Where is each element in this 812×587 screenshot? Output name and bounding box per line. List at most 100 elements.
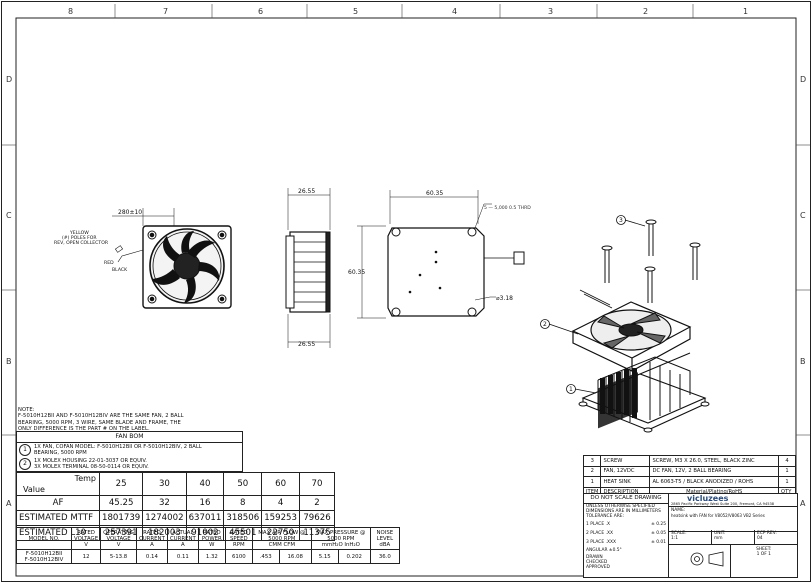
spec-header-unit: W	[209, 541, 215, 548]
mttf-cell: 16	[185, 495, 225, 511]
company-logo: vicluzees	[687, 494, 729, 503]
tolerance-label: 1 PLACE .X	[586, 522, 610, 527]
spec-cell: 5.15	[310, 549, 339, 564]
spec-header-title: NOISE LEVEL	[376, 529, 394, 542]
scale-cell: SCALE:1:1	[669, 530, 712, 544]
screw-thread-note: 5 — 5,000 0.5 THRD	[484, 205, 531, 211]
drawing-note: NOTE: F-5010H12BII AND F-5010H12BIV ARE …	[18, 407, 184, 432]
zone-col-6: 6	[258, 7, 263, 16]
mttf-cell: 45.25	[98, 495, 144, 511]
wire-label-yellow: YELLOW	[69, 230, 89, 236]
tolerance-label: 2 PLACE .XX	[586, 531, 613, 536]
side-depth-bottom-dim: 26.55	[298, 341, 315, 348]
spec-cell: 16.08	[278, 549, 312, 564]
third-angle-projection-icon	[690, 551, 724, 567]
temp-cell: 40	[185, 472, 225, 496]
fan-blades	[152, 231, 220, 303]
spec-cell: 12	[70, 549, 102, 564]
wire-label-red: RED	[104, 260, 114, 266]
check-approved: APPROVED	[586, 565, 610, 570]
unit-label: UNIT:	[714, 531, 726, 536]
mttf-row: AF 45.25 32 16 8 4 2	[16, 495, 335, 511]
spec-cell: 6100	[224, 549, 253, 564]
mttf-cell: 1274002	[142, 510, 187, 526]
temp-label: Temp	[74, 474, 96, 483]
scale-label: SCALE:	[671, 531, 687, 536]
name-value: heatsink with FAN for V8052/V8063 VB2 Se…	[671, 513, 765, 518]
tolerance-value: ± 0.25	[651, 522, 666, 527]
spec-header-unit: V	[116, 541, 121, 548]
bom-row: 2 FAN, 12VDC DC FAN, 12V, 2 BALL BEARING…	[582, 465, 796, 477]
tolerance-row: 2 PLACE .XX ± 0.05	[584, 529, 668, 538]
fan-frame	[142, 225, 232, 309]
tolerance-value: ± 0.01	[651, 540, 666, 545]
projection-symbol	[669, 545, 731, 577]
tolerance-intro: UNLESS OTHERWISE SPECIFIED DIMENSIONS AR…	[586, 504, 661, 519]
spec-header-unit: V	[84, 541, 88, 548]
zone-row-b-right: B	[800, 357, 806, 366]
fan-bom-table: FAN BOM 1 1X FAN, COFAN MODEL: F-5010H12…	[16, 431, 243, 472]
tolerance-value: ± 0.05	[651, 531, 666, 536]
mttf-cell: 637011	[185, 510, 225, 526]
balloon-1: 1	[569, 386, 573, 393]
spec-header-unit: A	[181, 541, 185, 548]
temp-cell: 60	[261, 472, 300, 496]
value-label: Value	[23, 485, 45, 494]
isometric-exploded-view: 3 2 1	[540, 215, 710, 433]
bom-desc: HEAT SINK	[600, 476, 651, 488]
rev-value: 04	[757, 536, 763, 541]
spec-header-unit: dBA	[379, 541, 391, 548]
mttf-cell: 2	[299, 495, 335, 511]
balloon-2: 2	[543, 321, 547, 328]
check-drawn: DRAWN	[586, 555, 603, 560]
tolerance-row: 1 PLACE .X ± 0.25	[584, 520, 668, 529]
spec-cell: .453	[251, 549, 280, 564]
bom-row: 3 SCREW SCREW, M3 X 26.0, STEEL, BLACK Z…	[582, 455, 796, 467]
company-address: 2865 Pacific Parkway West Suite 200, Fre…	[671, 502, 775, 506]
scale-value: 1:1	[671, 536, 679, 541]
wire-label-rev: REV, OPEN COLLECTOR	[54, 240, 109, 246]
spec-header-unit: CMM CFM	[268, 541, 295, 548]
iso-heatsink	[578, 352, 710, 433]
spec-cell: 1.32	[197, 549, 226, 564]
parts-bom-table: 3 SCREW SCREW, M3 X 26.0, STEEL, BLACK Z…	[582, 455, 796, 498]
bom-material: DC FAN, 12V, 2 BALL BEARING	[649, 465, 779, 477]
unit-cell: UNIT:mm	[712, 530, 755, 544]
spec-header-unit: RPM	[233, 541, 245, 548]
zone-col-3: 3	[548, 7, 553, 16]
bom-qty: 1	[778, 476, 796, 488]
mttf-row-label: AF	[16, 495, 100, 511]
note-line-2: F-5010H12BII AND F-5010H12BIV ARE THE SA…	[18, 413, 184, 420]
front-view-fan: 280±10	[112, 208, 232, 309]
callout-balloons	[540, 215, 646, 394]
fan-bom-item-text: 1X MOLEX HOUSING 22-01-3037 OR EQUIV.	[34, 458, 147, 464]
rev-cell: ECP REV:04	[755, 530, 797, 544]
spec-header: MODEL NO.	[16, 527, 72, 550]
note-line-4: ONLY DIFFERENCE IS THE PART # ON THE LAB…	[18, 425, 150, 432]
top-view-heatsink: 60.35 60.35	[348, 190, 525, 319]
bom-material: AL 6063-T5 / BLACK ANODIZED / ROHS	[649, 476, 779, 488]
bom-item: 3	[582, 455, 602, 467]
sheet-label: SHEET:	[756, 547, 772, 552]
spec-header-title: MAX AIR FLOW @ 5000 RPM	[258, 529, 306, 542]
mttf-row-label: ESTIMATED MTTF	[16, 510, 100, 526]
mttf-cell: 318506	[223, 510, 263, 526]
sheet-value: 1 OF 1	[756, 552, 771, 557]
hole-dim: ⌀3.18	[496, 295, 513, 302]
side-view: 26.55 26.55	[285, 188, 331, 348]
spec-header-unit: A	[150, 541, 154, 548]
zone-row-c-right: C	[800, 211, 806, 220]
zone-col-2: 2	[643, 7, 648, 16]
screws	[601, 219, 701, 303]
zone-row-b-left: B	[6, 357, 12, 366]
spec-cell: 0.14	[135, 549, 168, 564]
top-zone-labels: 8 7 6 5 4 3 2 1	[68, 7, 748, 16]
